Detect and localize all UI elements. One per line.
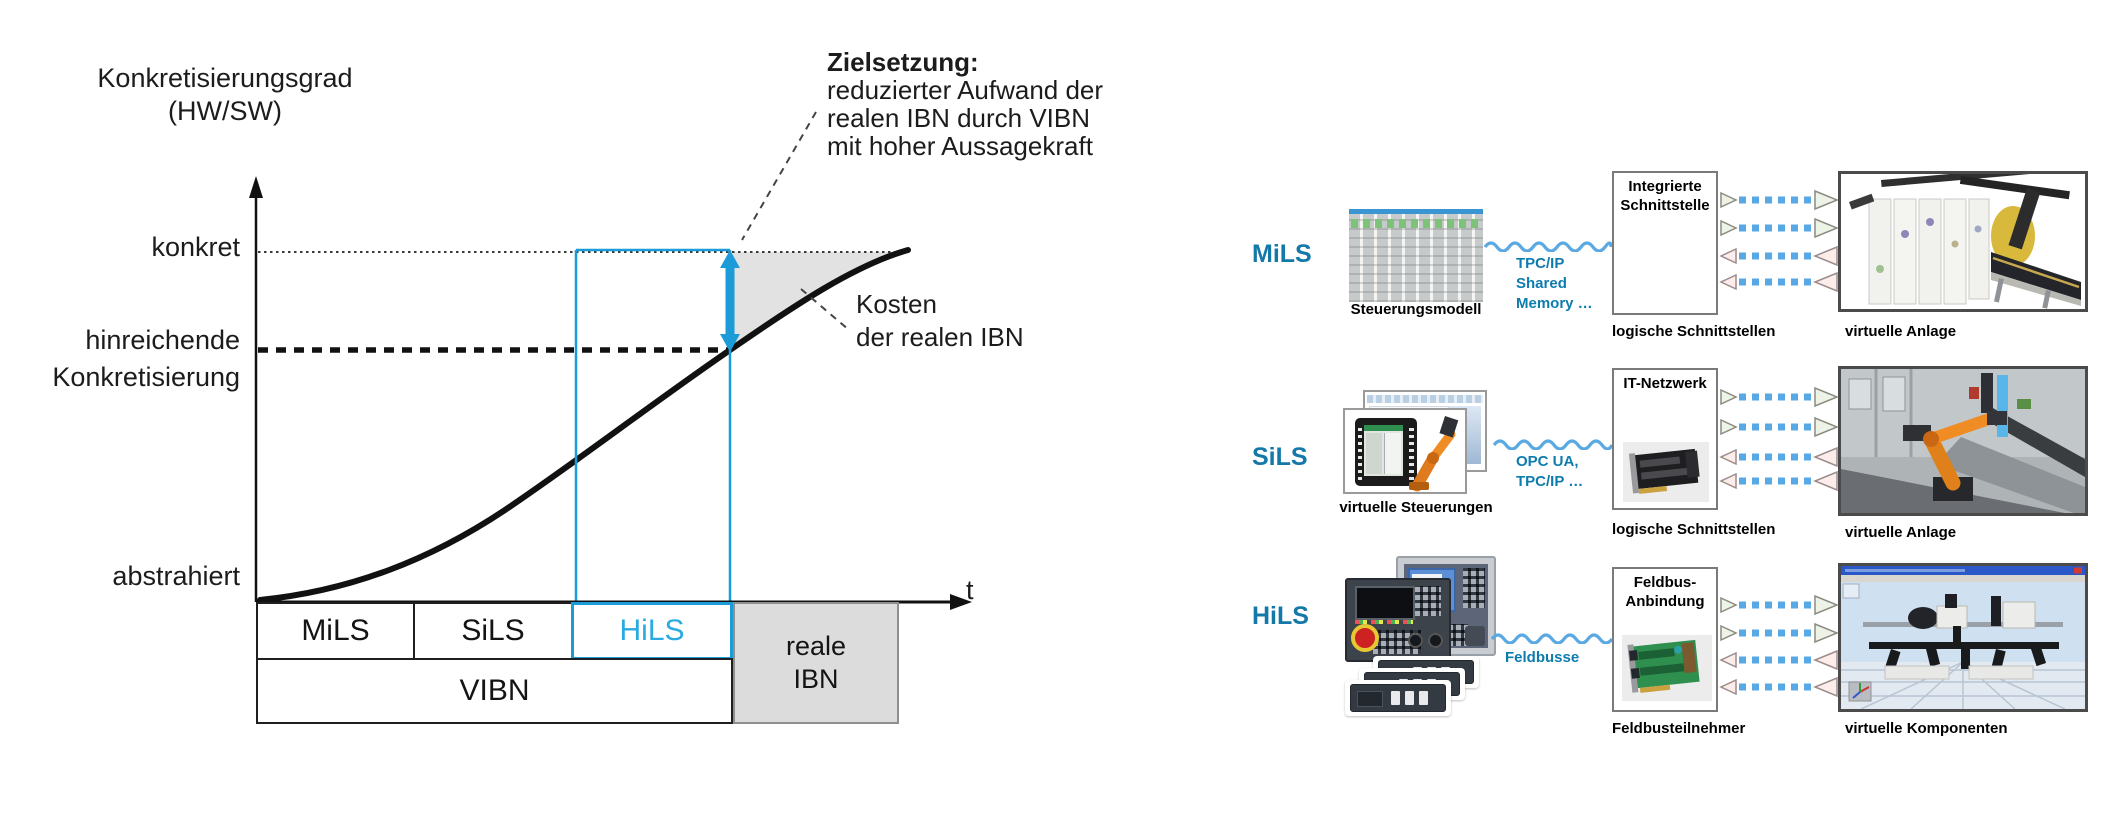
box-integrierte-schnittstelle: Integrierte Schnittstelle bbox=[1612, 171, 1718, 315]
conn-label-hils-line1: Feldbusse bbox=[1505, 649, 1580, 666]
goal-note-leader bbox=[741, 111, 817, 241]
caption-logische-schnittstellen-1: logische Schnittstellen bbox=[1612, 323, 1776, 340]
front-window bbox=[1343, 408, 1467, 494]
wavy-connector-hils bbox=[1490, 633, 1614, 644]
conn-label-hils: Feldbusse bbox=[1505, 648, 1579, 668]
y-label-konkret: konkret bbox=[151, 232, 240, 262]
hmi-screen bbox=[1364, 425, 1403, 476]
x-axis-label-t: t bbox=[966, 575, 974, 605]
control-model-blocks bbox=[1349, 214, 1483, 302]
control-model-columns bbox=[1349, 214, 1483, 302]
conn-label-mils-line2: Shared bbox=[1516, 275, 1567, 292]
arrow-left-2 bbox=[1719, 470, 1838, 492]
cnc-panel-front bbox=[1345, 578, 1451, 662]
band-reale-ibn-line2: IBN bbox=[793, 664, 839, 694]
caption-virtuelle-anlage-2: virtuelle Anlage bbox=[1845, 524, 1957, 541]
hils-hardware-image bbox=[1343, 556, 1496, 726]
robot-arm-orange bbox=[1409, 416, 1459, 492]
conn-label-sils: OPC UA, TPC/IP … bbox=[1516, 452, 1583, 492]
band-reale-ibn: reale IBN bbox=[733, 602, 899, 724]
band-mils: MiLS bbox=[256, 602, 415, 660]
goal-note-line2: realen IBN durch VIBN bbox=[827, 103, 1091, 133]
row-label-hils: HiLS bbox=[1252, 602, 1309, 630]
caption-virtuelle-komponenten: virtuelle Komponenten bbox=[1845, 720, 2008, 737]
box-it-netzwerk: IT-Netzwerk bbox=[1612, 368, 1718, 510]
virtuelle-steuerungen-image bbox=[1343, 390, 1493, 496]
wavy-connector-mils bbox=[1483, 241, 1613, 252]
box3-title-line1: Feldbus- bbox=[1633, 574, 1697, 591]
arrow-left-1 bbox=[1719, 649, 1838, 671]
signal-arrows-sils bbox=[1719, 386, 1839, 492]
chart-title-line2: (HW/SW) bbox=[168, 96, 282, 126]
band-vibn: VIBN bbox=[256, 658, 733, 724]
conn-label-mils: TPC/IP Shared Memory … bbox=[1516, 254, 1593, 314]
y-label-hinreichende-line1: hinreichende bbox=[85, 325, 240, 355]
goal-note-title: Zielsetzung: bbox=[827, 47, 979, 77]
arrow-right-1 bbox=[1720, 386, 1839, 408]
box1-title-line1: Integrierte bbox=[1628, 178, 1702, 195]
cost-note-line1: Kosten bbox=[856, 289, 937, 319]
cost-note: Kosten der realen IBN bbox=[856, 288, 1116, 354]
box1-title-line2: Schnittstelle bbox=[1620, 197, 1710, 214]
press-line-scene bbox=[1841, 166, 2085, 309]
caption-virtuelle-anlage-1: virtuelle Anlage bbox=[1845, 323, 1957, 340]
cost-note-leader bbox=[800, 288, 850, 331]
arrow-left-2 bbox=[1719, 676, 1838, 698]
caption-feldbusteilnehmer: Feldbusteilnehmer bbox=[1612, 720, 1746, 737]
signal-arrows-mils bbox=[1719, 189, 1839, 293]
concretization-curve bbox=[257, 247, 911, 603]
band-reale-ibn-line1: reale bbox=[785, 631, 847, 661]
band-hils: HiLS bbox=[571, 602, 733, 660]
caption-steuerungsmodell: Steuerungsmodell bbox=[1350, 301, 1482, 318]
caption-logische-schnittstellen-2: logische Schnittstellen bbox=[1612, 521, 1776, 538]
arrow-left-1 bbox=[1719, 245, 1838, 267]
steuerungsmodell-image bbox=[1349, 209, 1483, 302]
virtuelle-anlage-image-1 bbox=[1838, 166, 2088, 312]
fieldbus-card-image bbox=[1622, 635, 1712, 701]
simulation-window-scene bbox=[1841, 566, 2085, 710]
arrow-right-1 bbox=[1720, 189, 1839, 211]
network-card-image bbox=[1623, 442, 1709, 502]
goal-note-line1: reduzierter Aufwand der bbox=[827, 75, 1104, 105]
y-label-abstrahiert: abstrahiert bbox=[112, 561, 240, 591]
conn-label-mils-line1: TPC/IP bbox=[1516, 255, 1565, 272]
box3-title-line2: Anbindung bbox=[1625, 593, 1705, 610]
y-axis bbox=[249, 176, 263, 602]
y-label-hinreichende-line2: Konkretisierung bbox=[52, 362, 240, 392]
reduction-double-arrow bbox=[720, 250, 740, 352]
arrow-left-1 bbox=[1719, 446, 1838, 468]
virtuelle-komponenten-image bbox=[1838, 563, 2088, 712]
arrow-right-2 bbox=[1720, 416, 1839, 438]
orientation-cube bbox=[1848, 681, 1872, 702]
conn-label-mils-line3: Memory … bbox=[1516, 295, 1593, 312]
y-label-hinreichende: hinreichende Konkretisierung bbox=[0, 322, 240, 396]
box-feldbus-anbindung: Feldbus- Anbindung bbox=[1612, 567, 1718, 712]
row-label-mils: MiLS bbox=[1252, 240, 1312, 268]
arrow-right-2 bbox=[1720, 622, 1839, 644]
goal-note: Zielsetzung: reduzierter Aufwand der rea… bbox=[827, 48, 1207, 160]
signal-arrows-hils bbox=[1719, 594, 1839, 698]
arrow-right-1 bbox=[1720, 594, 1839, 616]
conn-label-sils-line1: OPC UA, bbox=[1516, 453, 1579, 470]
arrow-left-2 bbox=[1719, 271, 1838, 293]
hmi-panel bbox=[1355, 418, 1417, 486]
goal-note-line3: mit hoher Aussagekraft bbox=[827, 131, 1093, 161]
caption-virtuelle-steuerungen: virtuelle Steuerungen bbox=[1339, 499, 1493, 516]
wavy-connector-sils bbox=[1492, 439, 1614, 450]
box2-title-line1: IT-Netzwerk bbox=[1623, 375, 1707, 392]
cost-shaded-area bbox=[730, 252, 908, 350]
cost-note-line2: der realen IBN bbox=[856, 322, 1024, 352]
row-label-sils: SiLS bbox=[1252, 443, 1308, 471]
band-sils: SiLS bbox=[413, 602, 573, 660]
arrow-right-2 bbox=[1720, 217, 1839, 239]
virtuelle-anlage-image-2 bbox=[1838, 366, 2088, 517]
conn-label-sils-line2: TPC/IP … bbox=[1516, 473, 1584, 490]
chart-title: Konkretisierungsgrad (HW/SW) bbox=[60, 62, 390, 128]
plc-module-front bbox=[1345, 680, 1451, 716]
control-model-start-nodes bbox=[1349, 219, 1483, 228]
chart-title-line1: Konkretisierungsgrad bbox=[97, 63, 353, 93]
emergency-stop-button bbox=[1351, 624, 1379, 652]
robot-cell-scene bbox=[1841, 369, 2085, 517]
